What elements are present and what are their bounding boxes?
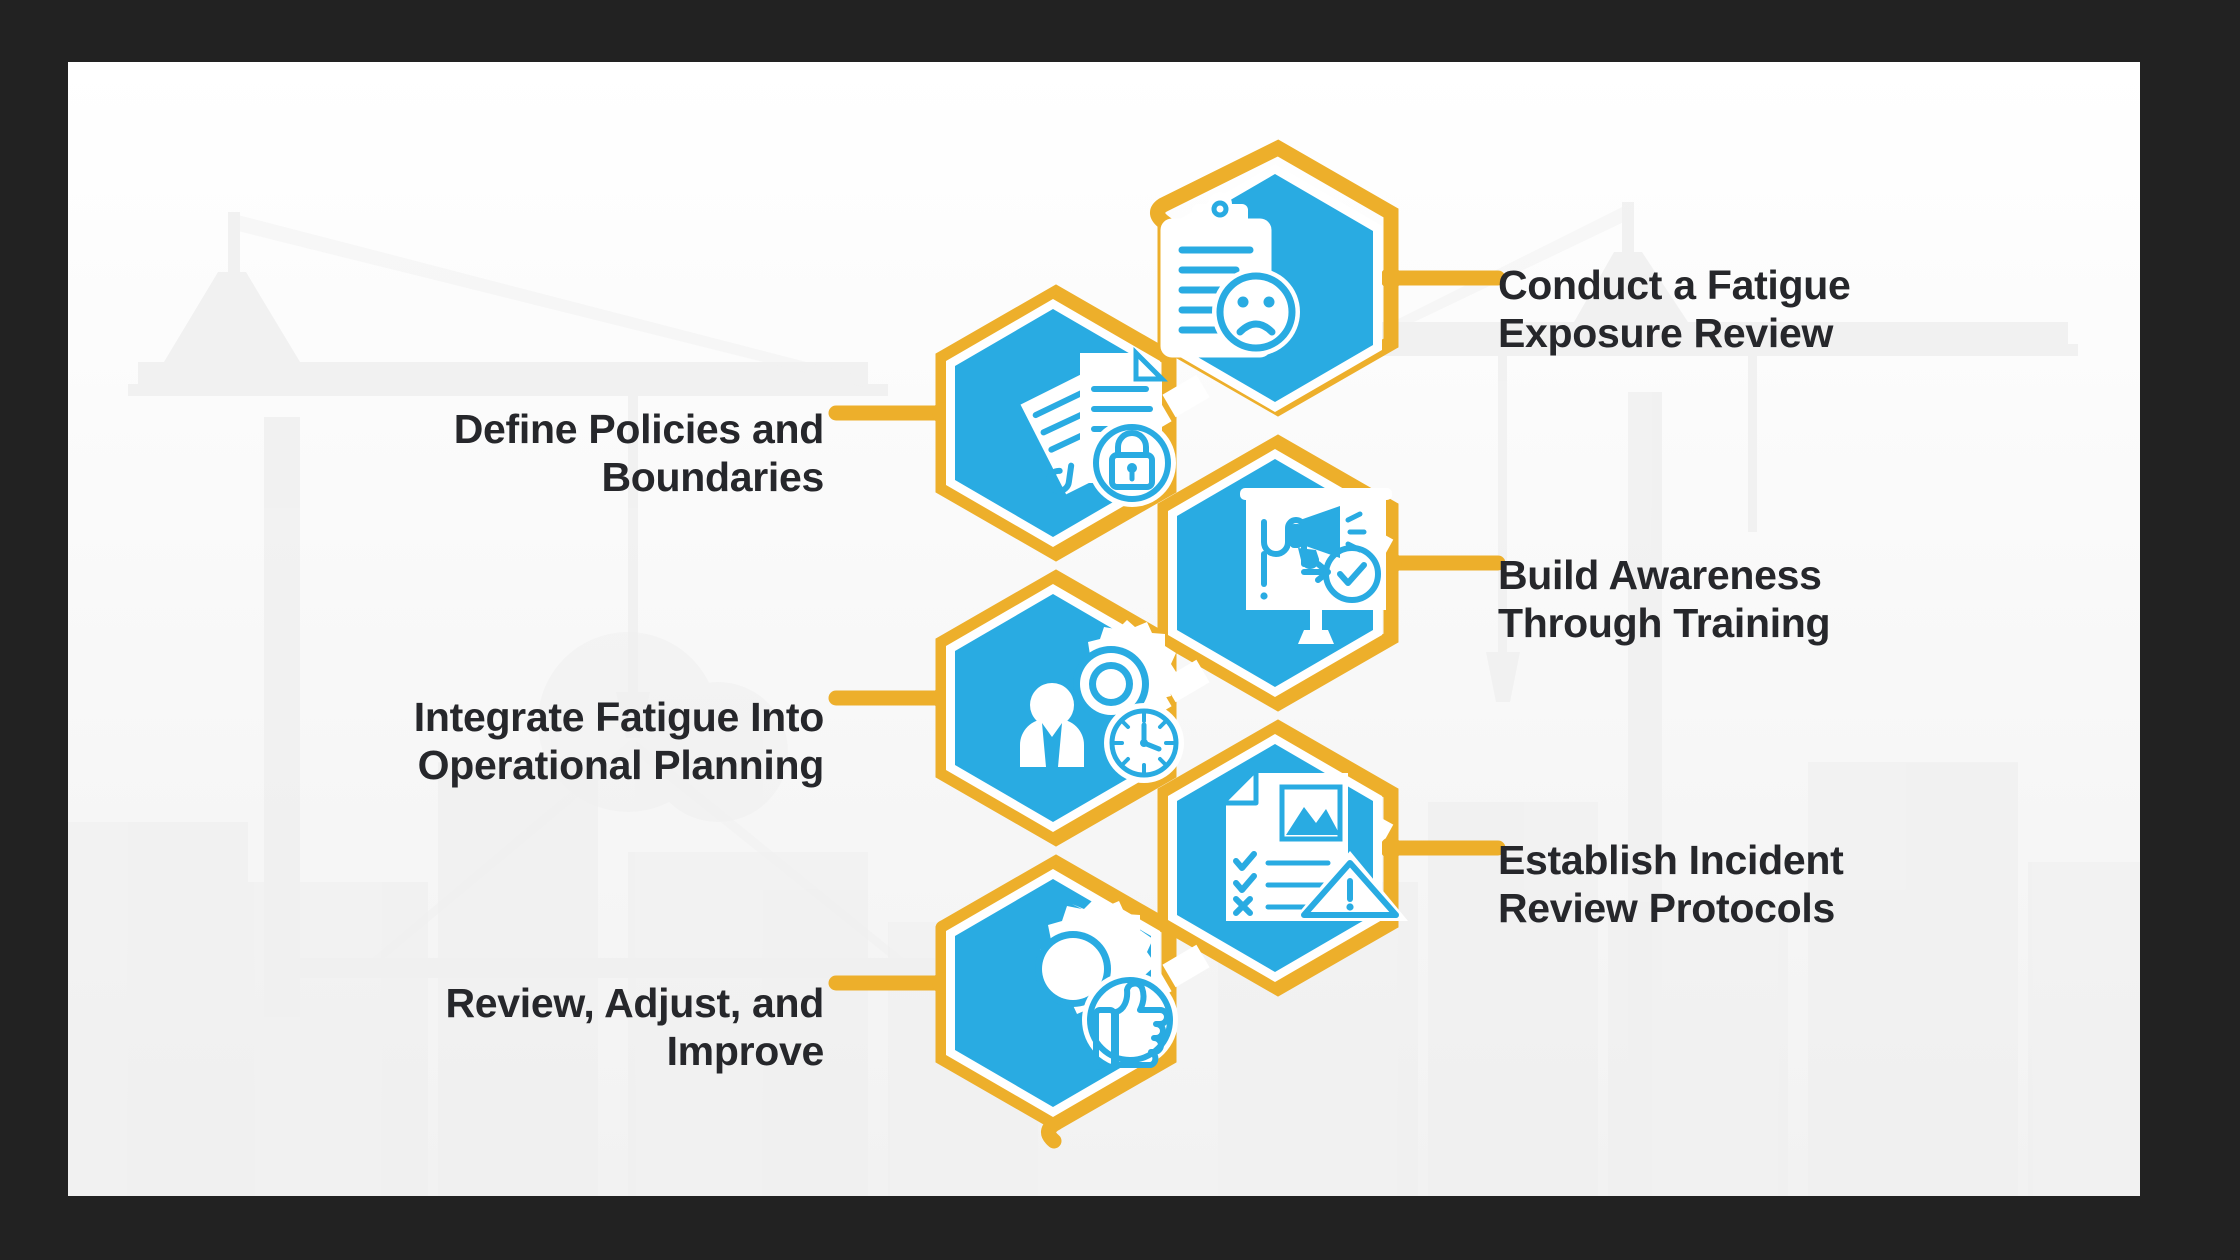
- step-label-4: Integrate Fatigue Into Operational Plann…: [413, 694, 825, 788]
- incident-report-warning-icon: [1226, 773, 1408, 921]
- step-label-6: Review, Adjust, and Improve: [445, 980, 824, 1074]
- slide-canvas: Conduct a Fatigue Exposure Review Define…: [68, 62, 2140, 1196]
- process-flow-diagram: [828, 139, 1506, 1149]
- connector-lines: [828, 270, 1506, 991]
- step-label-3: Build Awareness Through Training: [1498, 552, 1831, 646]
- step-label-2: Define Policies and Boundaries: [453, 406, 825, 500]
- step-label-5: Establish Incident Review Protocols: [1498, 837, 1844, 931]
- person-gear-clock-icon: [1020, 620, 1184, 783]
- outline-step-6b: [935, 920, 1064, 1131]
- background-crane-watermark: [68, 62, 2140, 1196]
- step-label-1: Conduct a Fatigue Exposure Review: [1498, 262, 1851, 356]
- presentation-megaphone-check-icon: [1240, 488, 1392, 644]
- documents-padlock-icon: [1020, 346, 1176, 507]
- outline-step-2: [935, 284, 1177, 562]
- clipboard-sad-face-icon: [1160, 192, 1300, 358]
- gear-thumbs-up-icon: [1035, 898, 1178, 1070]
